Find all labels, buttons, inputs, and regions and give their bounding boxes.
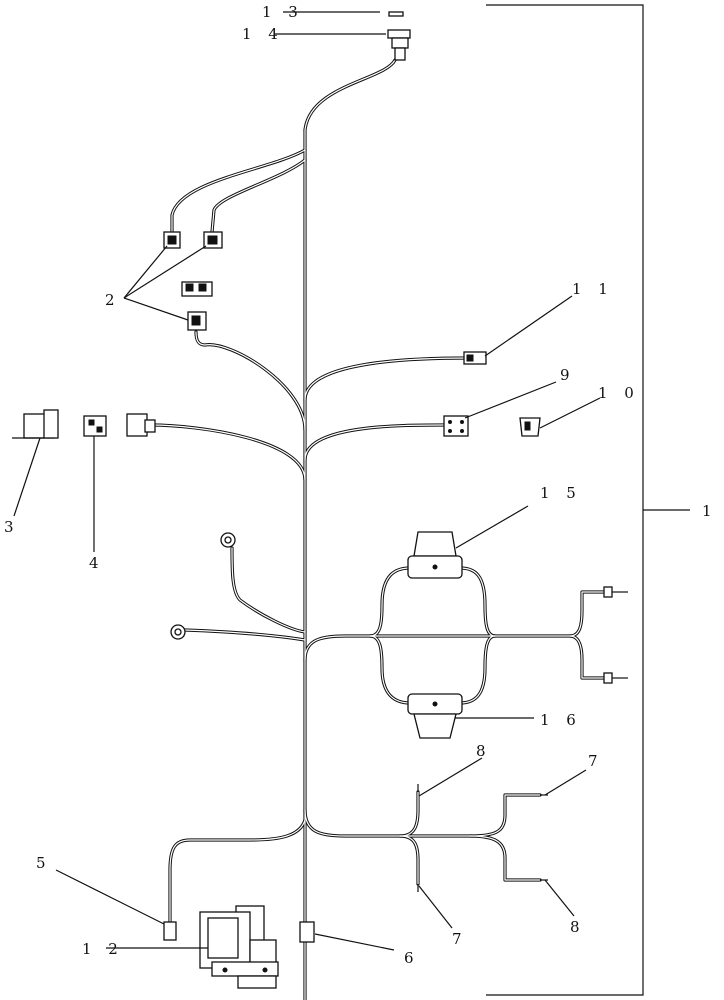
lead-right-bottom: [603, 672, 628, 684]
relay-3: [12, 409, 59, 439]
module-12: [199, 905, 279, 989]
seal-13: [388, 11, 404, 17]
harness-wires: [148, 58, 607, 1000]
connector-2a: [163, 231, 181, 249]
wire-core: [469, 835, 541, 881]
wire-segment: [303, 590, 607, 662]
terminal-10: [519, 417, 541, 437]
wire-core: [399, 791, 419, 837]
ring-terminal-top: [220, 532, 236, 548]
label-11: 1 1: [572, 280, 614, 298]
connector-left: [126, 413, 156, 437]
label-13: 1 3: [262, 3, 304, 21]
wire-core: [304, 357, 469, 401]
label-7-bottom: 7: [452, 930, 468, 948]
connector-2b: [203, 231, 223, 249]
label-7-top: 7: [588, 752, 604, 770]
connector-6: [299, 921, 315, 943]
label-4: 4: [89, 554, 105, 572]
wire-core: [149, 424, 306, 481]
connector-11: [463, 351, 487, 365]
label-6: 6: [404, 949, 420, 967]
wire-segment: [230, 546, 307, 634]
wire-core: [304, 59, 396, 131]
label-5: 5: [36, 854, 52, 872]
wire-core: [211, 159, 306, 233]
label-8-bottom: 8: [570, 918, 586, 936]
wire-core: [171, 149, 306, 233]
leads-7-8: [417, 784, 548, 892]
label-1: 1: [702, 502, 718, 520]
leader-lines: [13, 11, 601, 951]
wire-core: [399, 835, 419, 885]
callout-labels: 1 3 1 4 2 1 1 9 1 0 3 4 1 5 1 1 6 8 7 5 …: [4, 3, 718, 967]
connector-14: [387, 29, 411, 61]
connector-2c: [181, 281, 213, 297]
wire-segment: [568, 634, 607, 680]
wire-segment: [183, 628, 307, 642]
ring-terminal-left: [170, 624, 186, 640]
wire-core: [569, 635, 606, 679]
wire-segment: [303, 356, 470, 402]
connector-2d: [187, 311, 207, 331]
label-9: 9: [560, 366, 576, 384]
label-10: 1 0: [598, 384, 640, 402]
label-2: 2: [105, 291, 121, 309]
lead-right-top: [603, 586, 628, 598]
wire-core: [231, 547, 306, 633]
connector-9: [443, 415, 469, 437]
label-15: 1 5: [540, 484, 582, 502]
label-14: 1 4: [242, 25, 284, 43]
wire-segment: [170, 148, 307, 234]
wire-core: [304, 424, 445, 461]
sensor-16: [407, 693, 463, 739]
assembly-bracket: [486, 4, 690, 996]
wire-core: [369, 635, 496, 704]
wire-core: [169, 819, 306, 923]
label-3: 3: [4, 518, 20, 536]
wire-core: [195, 331, 306, 431]
wire-core: [304, 794, 541, 837]
wire-segment: [210, 158, 307, 234]
wire-segment: [303, 423, 446, 462]
wire-segment: [194, 330, 307, 432]
wire-core: [184, 629, 306, 641]
label-12: 1 2: [82, 940, 124, 958]
label-16: 1 6: [540, 711, 582, 729]
wire-core: [304, 591, 606, 661]
wire-segment: [398, 790, 420, 838]
connector-5: [163, 921, 177, 941]
socket-4: [83, 415, 107, 437]
sensor-15: [407, 531, 463, 579]
label-8-top: 8: [476, 742, 492, 760]
